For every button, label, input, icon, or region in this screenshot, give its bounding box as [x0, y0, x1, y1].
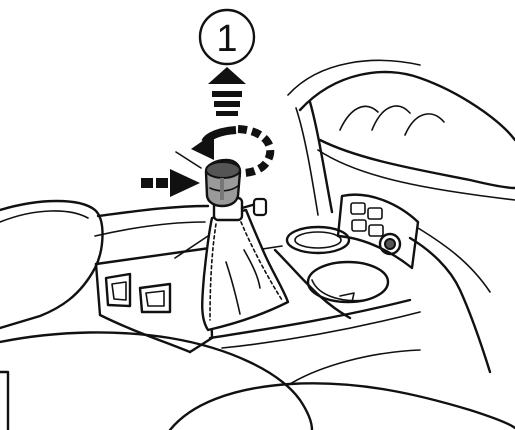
step-marker: 1	[200, 10, 254, 64]
cup-holders	[287, 227, 388, 302]
left-seat-outline	[0, 201, 208, 328]
lower-seat-outline	[0, 332, 515, 430]
pull-up-arrow-icon	[208, 67, 246, 116]
frame-corner	[0, 372, 8, 430]
console-switch-panel	[338, 195, 418, 268]
rear-console-outline	[410, 228, 490, 372]
switch-4-icon	[369, 225, 383, 236]
push-arrow-icon	[141, 152, 201, 197]
step-number: 1	[216, 18, 237, 60]
gear-knob	[206, 160, 240, 206]
switch-1-icon	[351, 203, 365, 214]
shift-boot	[202, 210, 288, 330]
switch-3-icon	[352, 220, 366, 231]
lock-button-icon	[254, 199, 266, 215]
dashboard-outline	[288, 60, 515, 215]
switch-2-icon	[368, 208, 382, 219]
console-vent-right	[140, 284, 170, 312]
